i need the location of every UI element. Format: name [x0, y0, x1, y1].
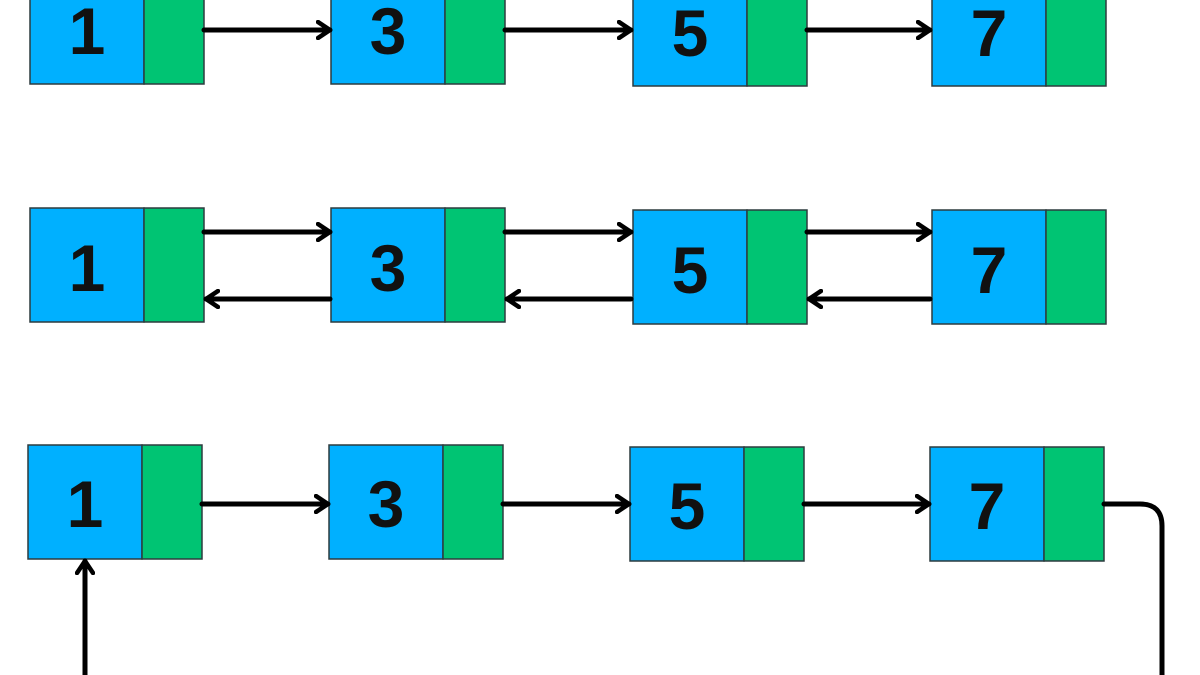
node-data-cell	[29, 0, 145, 85]
node-3: 3	[328, 444, 504, 560]
node-value: 7	[971, 0, 1008, 70]
node-value: 7	[971, 233, 1008, 307]
node-next-pointer-cell	[743, 446, 805, 562]
node-value: 5	[672, 233, 709, 307]
node-5: 5	[632, 0, 808, 87]
node-5: 5	[629, 446, 805, 562]
node-data-cell	[931, 209, 1047, 325]
node-value: 3	[370, 231, 407, 305]
node-data-cell	[931, 0, 1047, 87]
node-1: 1	[27, 444, 203, 560]
node-value: 5	[672, 0, 709, 70]
node-next-pointer-cell	[746, 0, 808, 87]
node-1: 1	[29, 0, 205, 85]
wrap-around-arrow-tail	[1101, 501, 1165, 675]
node-next-pointer-cell	[442, 444, 504, 560]
node-value: 5	[669, 469, 706, 543]
node-data-cell	[929, 446, 1045, 562]
node-next-pointer-cell	[1043, 446, 1105, 562]
singly-linked-list: 1 3 5 7	[29, 0, 1107, 87]
node-5: 5	[632, 209, 808, 325]
node-pointer-cell	[444, 207, 506, 323]
node-data-cell	[330, 0, 446, 85]
node-3: 3	[330, 0, 506, 85]
circular-linked-list: 1 3 5 7	[27, 444, 1165, 675]
node-pointer-cell	[746, 209, 808, 325]
node-7: 7	[931, 0, 1107, 87]
node-value: 3	[368, 467, 405, 541]
node-1: 1	[29, 207, 205, 323]
node-3: 3	[330, 207, 506, 323]
node-next-pointer-cell	[143, 0, 205, 85]
node-data-cell	[629, 446, 745, 562]
node-pointer-cell	[1045, 209, 1107, 325]
node-pointer-cell	[143, 207, 205, 323]
node-value: 1	[69, 231, 106, 305]
node-next-pointer-cell	[141, 444, 203, 560]
node-value: 1	[69, 0, 106, 68]
node-data-cell	[632, 209, 748, 325]
node-value: 1	[67, 467, 104, 541]
node-data-cell	[29, 207, 145, 323]
node-data-cell	[328, 444, 444, 560]
node-7: 7	[929, 446, 1105, 562]
node-data-cell	[330, 207, 446, 323]
doubly-linked-list: 1 3 5 7	[29, 207, 1107, 325]
node-value: 3	[370, 0, 407, 68]
node-7: 7	[931, 209, 1107, 325]
node-next-pointer-cell	[444, 0, 506, 85]
node-next-pointer-cell	[1045, 0, 1107, 87]
node-value: 7	[969, 469, 1006, 543]
